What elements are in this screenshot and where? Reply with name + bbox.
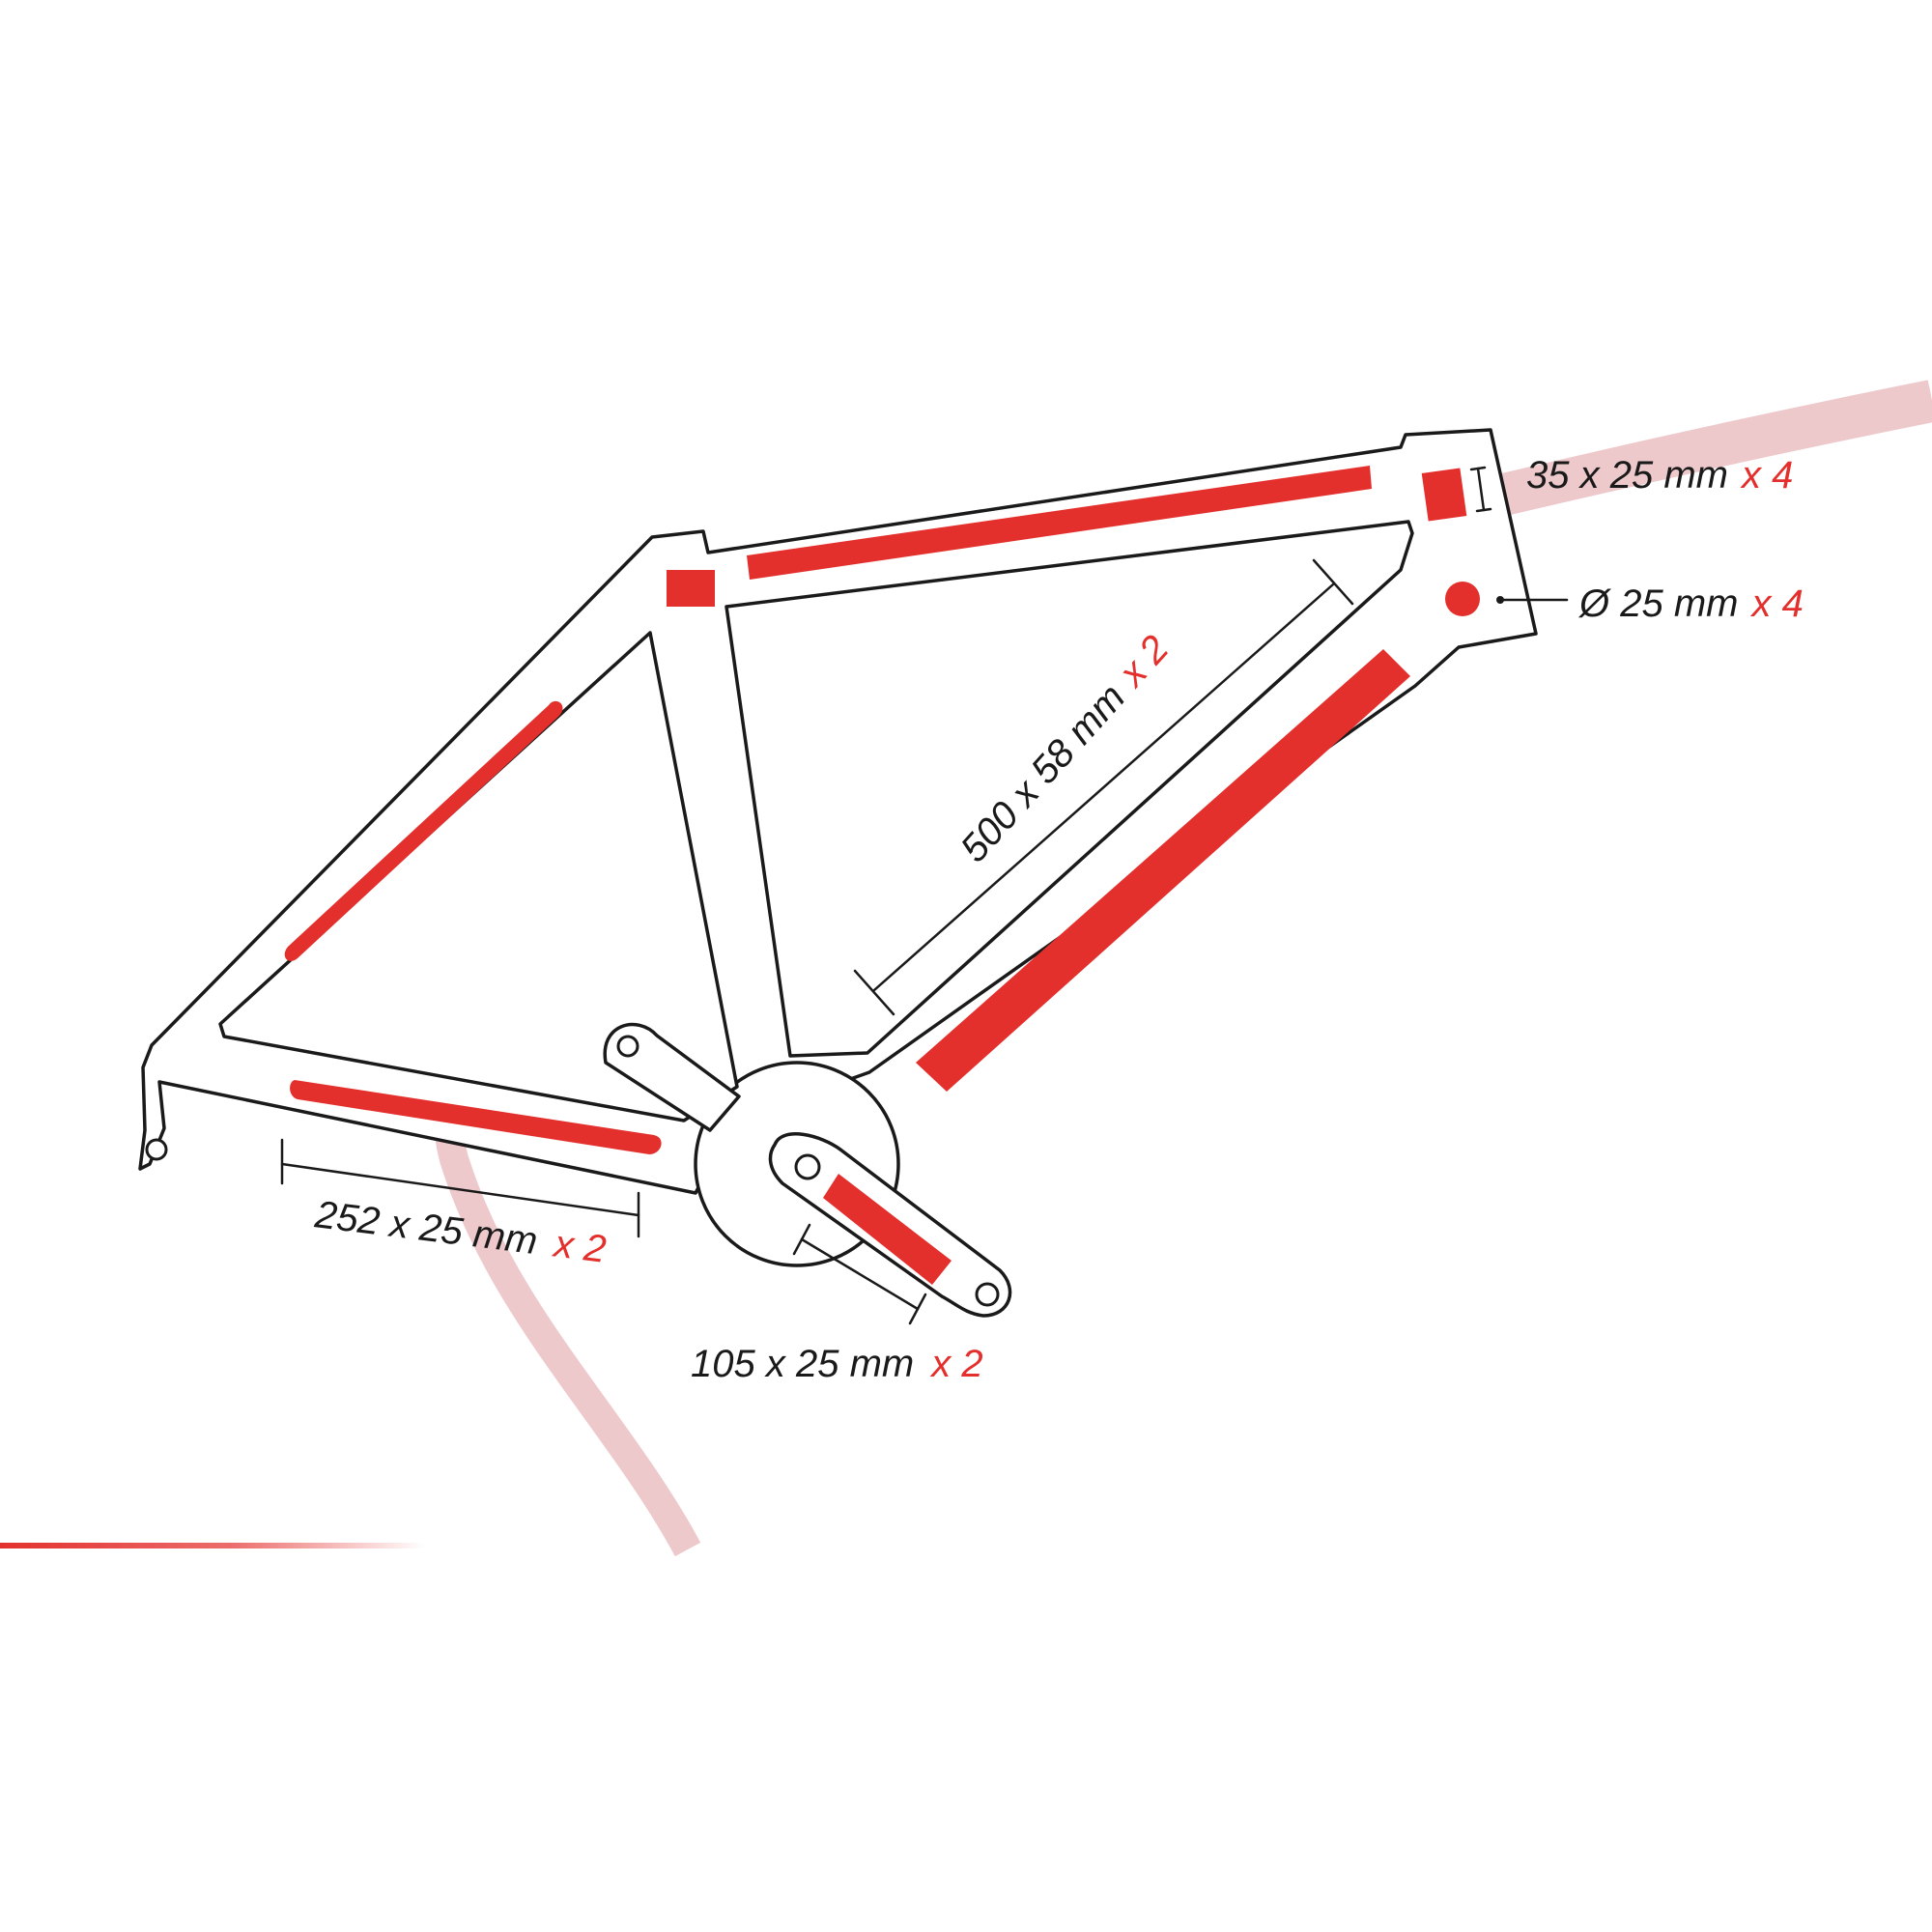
seat-cluster-decal <box>667 570 715 607</box>
rear-crank-arm <box>603 1022 741 1132</box>
chainstay-size: 252 x 25 mm <box>312 1193 540 1263</box>
head-patch-label: 35 x 25 mm x 4 <box>1526 454 1793 497</box>
head-tube-round-decal <box>1445 582 1480 616</box>
bottom-accent-line <box>0 1543 425 1548</box>
seat-stay-decal <box>284 700 563 961</box>
head-tube-square-decal <box>1421 468 1467 522</box>
chainstay-decal <box>290 1080 662 1154</box>
main-triangle-opening <box>724 520 1414 1058</box>
chainstay-dimension-line <box>280 1162 640 1217</box>
head-patch-size: 35 x 25 mm <box>1526 454 1728 497</box>
front-crank-pedal-hole <box>975 1282 1000 1307</box>
down-tube-dimension-cap-a <box>853 969 895 1016</box>
round-patch-size: Ø 25 mm <box>1577 582 1738 625</box>
down-tube-dimension-cap-b <box>1312 558 1354 606</box>
crank-decal <box>823 1174 952 1285</box>
down-tube-decal <box>916 649 1410 1092</box>
rear-dropout-hole <box>145 1138 168 1161</box>
down-tube-dimension-line <box>872 582 1335 992</box>
head-patch-dimension-cap-bottom <box>1475 507 1492 513</box>
round-patch-leader-dot <box>1496 596 1504 604</box>
chainstay-qty: x 2 <box>550 1222 608 1270</box>
crank-dimension-cap-a <box>792 1223 811 1256</box>
head-patch-dimension-cap-top <box>1469 466 1487 471</box>
round-patch-label: Ø 25 mm x 4 <box>1577 582 1804 625</box>
crank-dimension-cap-b <box>908 1293 927 1325</box>
crank-qty: x 2 <box>929 1343 982 1385</box>
top-tube-decal <box>747 466 1372 580</box>
crank-label: 105 x 25 mm x 2 <box>691 1343 983 1385</box>
crank-dimension-line <box>800 1237 920 1311</box>
crank-size: 105 x 25 mm <box>691 1343 914 1385</box>
head-patch-qty: x 4 <box>1740 454 1793 497</box>
head-patch-dimension-line <box>1476 467 1486 512</box>
round-patch-qty: x 4 <box>1749 582 1803 625</box>
front-crank-spindle-hole <box>794 1153 821 1180</box>
rear-crank-pedal-hole <box>616 1035 639 1058</box>
